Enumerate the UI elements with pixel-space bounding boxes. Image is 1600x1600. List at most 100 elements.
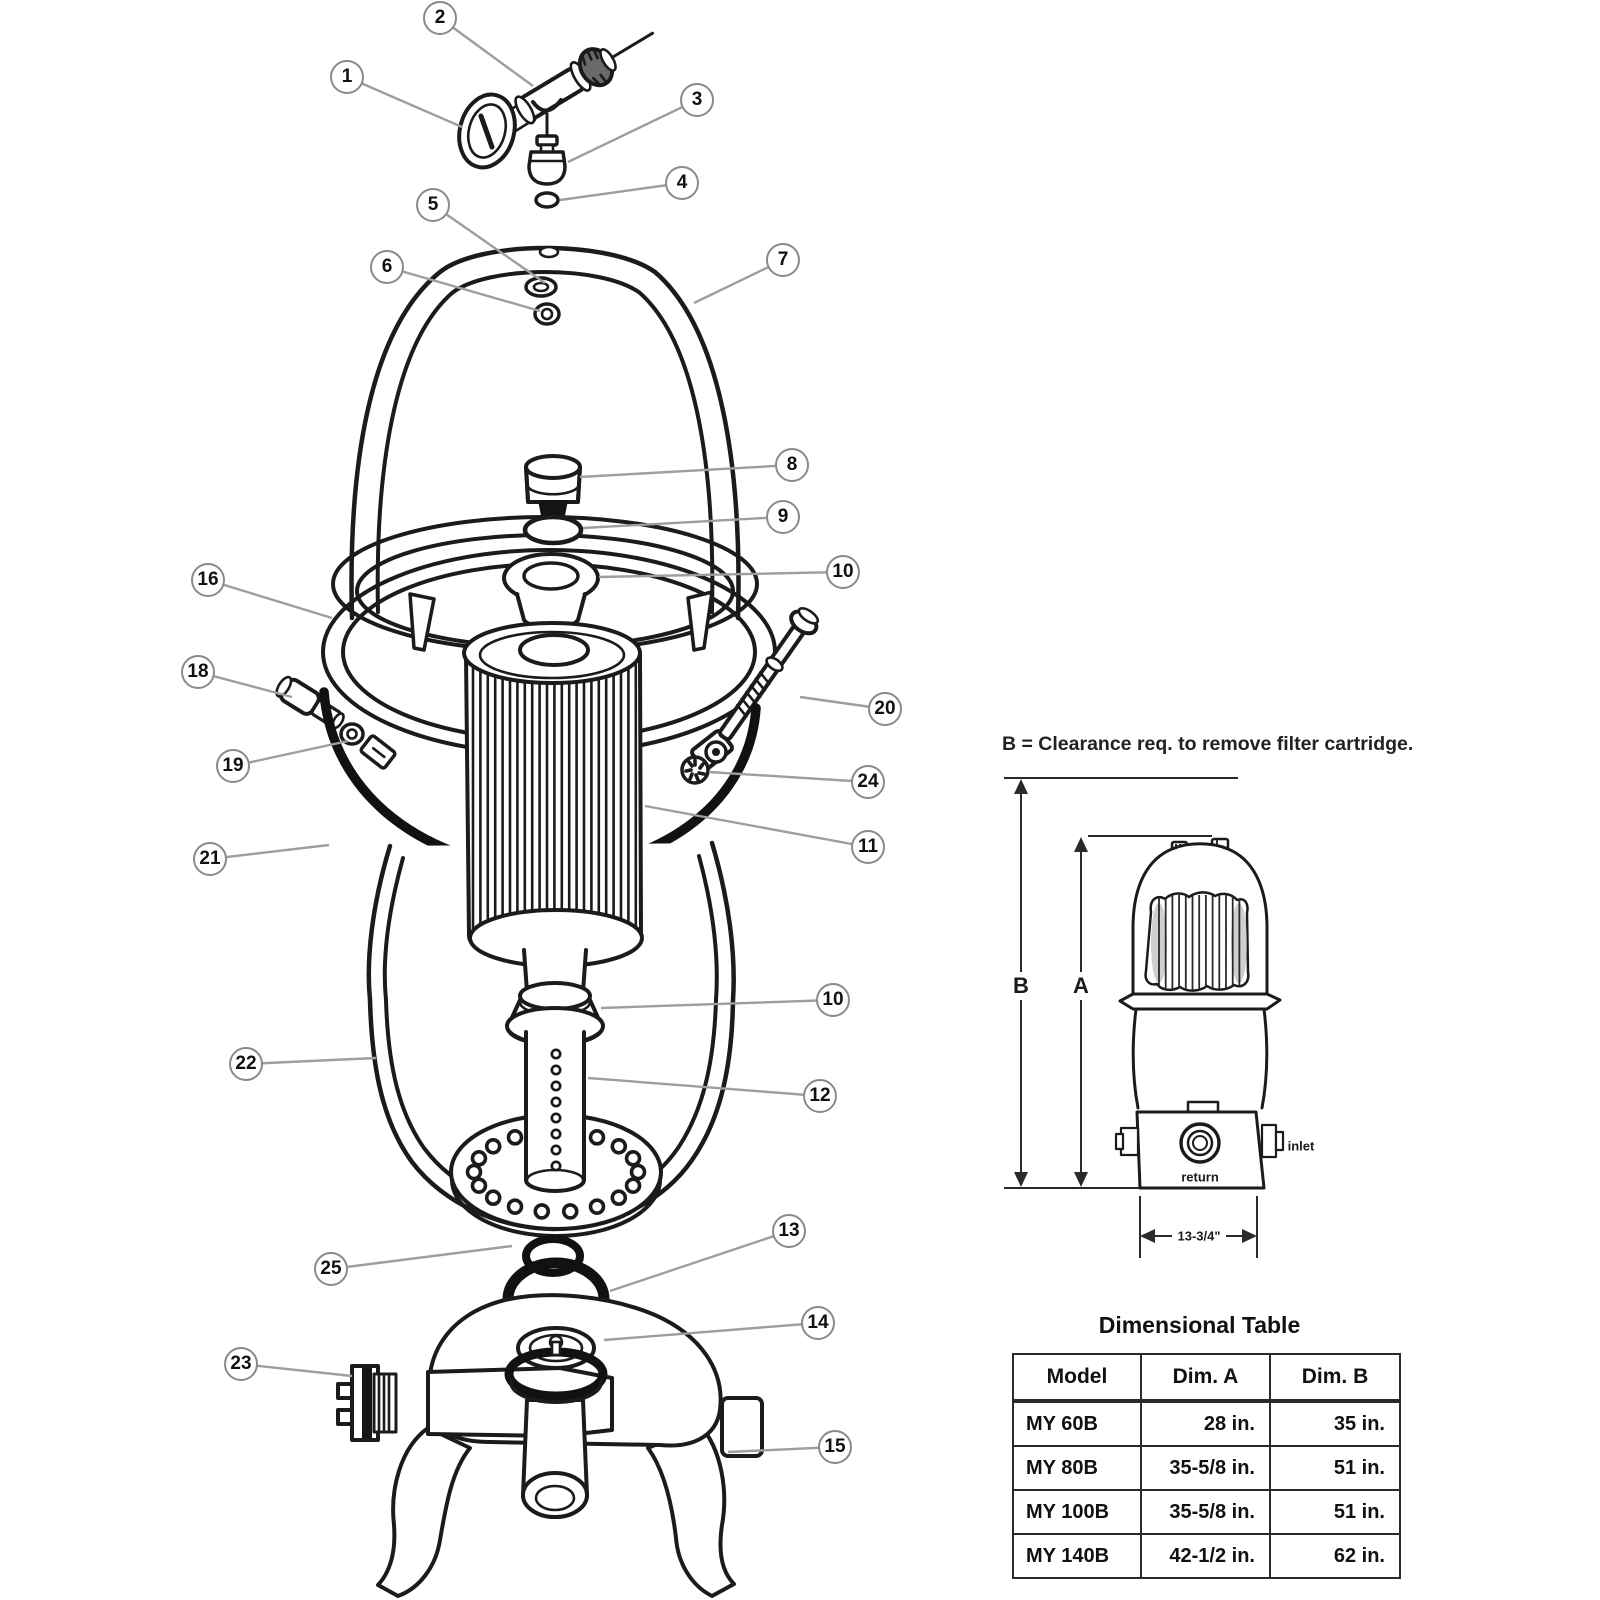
clamp-lug-left <box>359 734 397 770</box>
clearance-note: B = Clearance req. to remove filter cart… <box>1002 733 1414 755</box>
bulkhead-fitting <box>504 1326 608 1404</box>
width-dim-label: 13-3/4" <box>1173 1227 1225 1245</box>
leader-line <box>432 204 546 284</box>
table-cell: 62 in. <box>1269 1533 1401 1579</box>
leader-line <box>346 75 463 129</box>
drain-plug <box>336 1364 398 1442</box>
inlet-label: inlet <box>1287 1138 1315 1154</box>
lid-handle-leg-right <box>686 590 714 652</box>
leader-line <box>232 739 349 768</box>
leader-line <box>587 1076 821 1098</box>
callout-11: 11 <box>851 830 885 864</box>
plate-o-ring <box>522 1235 584 1277</box>
callout-16: 16 <box>191 563 225 597</box>
leader-line <box>439 17 534 87</box>
clamp-nut <box>339 722 365 746</box>
table-title: Dimensional Table <box>1098 1312 1301 1338</box>
leader-line <box>644 804 869 849</box>
callout-6: 6 <box>370 250 404 284</box>
callout-7: 7 <box>766 243 800 277</box>
mini-inlet-stub <box>1260 1123 1278 1159</box>
leader-line <box>708 770 869 784</box>
table-cell: 42-1/2 in. <box>1140 1533 1271 1579</box>
callout-18: 18 <box>181 655 215 689</box>
cartridge-center-hole <box>518 633 590 667</box>
callout-9: 9 <box>766 500 800 534</box>
table-cell: MY 140B <box>1012 1533 1142 1579</box>
cartridge-knob <box>524 454 582 521</box>
lid-nut <box>533 302 561 326</box>
air-relief-valve <box>514 31 655 138</box>
table-cell: MY 80B <box>1012 1445 1142 1491</box>
leader-line <box>559 181 683 202</box>
callout-25: 25 <box>314 1252 348 1286</box>
filter-lid-dome <box>349 245 741 621</box>
callout-24: 24 <box>851 765 885 799</box>
callout-13: 13 <box>772 1214 806 1248</box>
table-cell: 35-5/8 in. <box>1140 1445 1271 1491</box>
callout-4: 4 <box>665 166 699 200</box>
filter-cartridge <box>462 621 644 968</box>
leader-line <box>567 98 698 164</box>
dimension-figure <box>1004 777 1285 1258</box>
leader-line <box>209 843 330 861</box>
table-header-cell: Dim. A <box>1140 1353 1271 1403</box>
slotted-washer <box>680 755 710 785</box>
leader-line <box>609 1229 790 1293</box>
base-leg-right <box>646 1423 736 1598</box>
callout-10: 10 <box>826 555 860 589</box>
mini-cartridge-window <box>1144 891 1250 992</box>
dim-width <box>1139 1196 1258 1258</box>
bottom-collar <box>505 981 605 1047</box>
table-cell: 28 in. <box>1140 1400 1271 1447</box>
table-header-cell: Dim. B <box>1269 1353 1401 1403</box>
mini-filter-tank <box>1114 837 1285 1190</box>
callout-8: 8 <box>775 448 809 482</box>
base-side-tab <box>720 1396 764 1458</box>
leader-line <box>330 1244 513 1271</box>
callout-23: 23 <box>224 1347 258 1381</box>
callout-2: 2 <box>423 1 457 35</box>
callout-leader-lines <box>197 17 886 1454</box>
callout-15: 15 <box>818 1430 852 1464</box>
cartridge-top-collar <box>502 552 600 631</box>
mini-flange <box>1118 992 1282 1011</box>
base-leg-left <box>376 1426 472 1598</box>
leader-line <box>582 515 784 530</box>
table-cell: 51 in. <box>1269 1445 1401 1491</box>
lid-vent-hole <box>538 245 560 259</box>
dim-a-label: A <box>1069 972 1093 1000</box>
base-assembly <box>336 1293 764 1598</box>
clamp-bolt <box>718 607 820 741</box>
callout-12: 12 <box>803 1079 837 1113</box>
return-label: return <box>1181 1169 1219 1185</box>
callout-14: 14 <box>801 1306 835 1340</box>
knob-o-ring <box>522 514 584 546</box>
dim-b-label: B <box>1009 972 1033 1000</box>
fitting-o-ring <box>534 191 560 209</box>
callout-19: 19 <box>216 749 250 783</box>
leader-line <box>598 570 844 579</box>
table-header-cell: Model <box>1012 1353 1142 1403</box>
callout-5: 5 <box>416 188 450 222</box>
callout-1: 1 <box>330 60 364 94</box>
table-cell: 51 in. <box>1269 1489 1401 1535</box>
mini-return-port <box>1179 1122 1221 1164</box>
lid-handle-leg-left <box>408 592 436 652</box>
return-pipe <box>521 1398 589 1519</box>
callout-3: 3 <box>680 83 714 117</box>
table-cell: 35 in. <box>1269 1400 1401 1447</box>
leader-line <box>603 1321 819 1342</box>
clamp-knob <box>275 675 345 730</box>
table-cell: 35-5/8 in. <box>1140 1489 1271 1535</box>
callout-21: 21 <box>193 842 227 876</box>
